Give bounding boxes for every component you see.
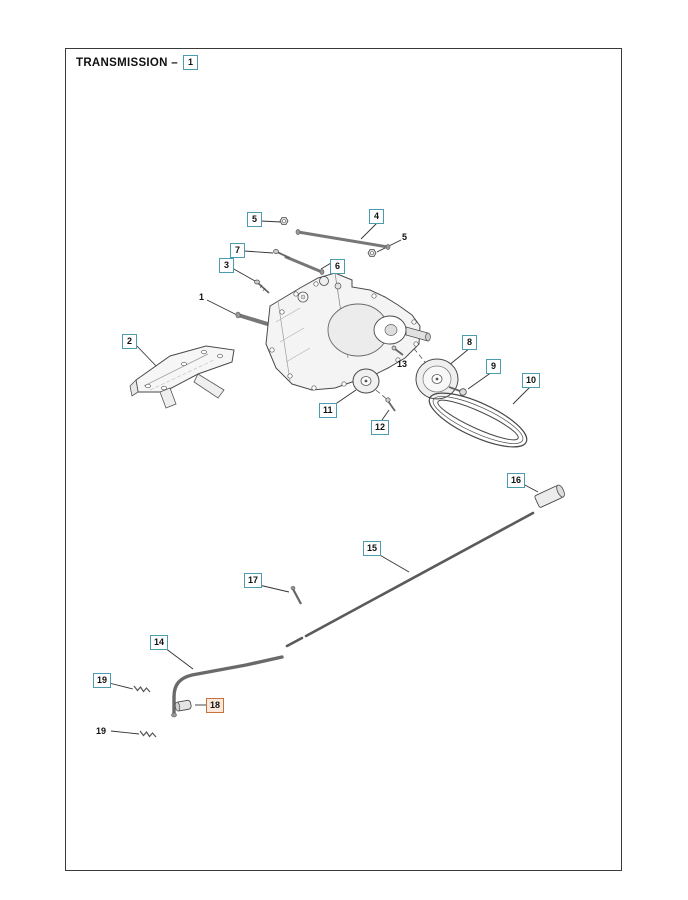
callout-1: 1: [199, 292, 205, 302]
page-title: TRANSMISSION – 1: [76, 55, 198, 70]
callout-2[interactable]: 2: [122, 334, 137, 349]
callout-9[interactable]: 9: [486, 359, 501, 374]
diagram-frame: [65, 48, 622, 871]
shaft-end-coupler: [534, 484, 565, 508]
bolt-9: [448, 386, 467, 396]
screw-3: [254, 279, 270, 294]
spring-lower: [139, 730, 157, 738]
cotter-pin: [290, 586, 302, 605]
callout-14[interactable]: 14: [150, 635, 169, 650]
page-title-text: TRANSMISSION –: [76, 56, 178, 69]
callout-16[interactable]: 16: [507, 473, 526, 488]
callout-12[interactable]: 12: [371, 420, 390, 435]
title-callout-1[interactable]: 1: [182, 55, 198, 70]
upper-lift-rod: [295, 229, 391, 250]
callout-19-upper[interactable]: 19: [93, 673, 112, 688]
spring-upper: [133, 685, 151, 693]
bolt-7: [273, 249, 291, 259]
callout-5-upper[interactable]: 5: [247, 212, 262, 227]
drive-pulley: [415, 358, 459, 400]
callout-11[interactable]: 11: [319, 403, 337, 418]
hex-nut-upper-icon: [279, 217, 289, 225]
bolt-13: [391, 345, 404, 356]
drive-shaft: [285, 511, 535, 648]
gearbox-assembly: [265, 272, 431, 391]
callout-15[interactable]: 15: [363, 541, 382, 556]
callout-13: 13: [397, 359, 408, 369]
callout-10[interactable]: 10: [522, 373, 541, 388]
callout-4[interactable]: 4: [369, 209, 384, 224]
callout-17[interactable]: 17: [244, 573, 263, 588]
short-support-rod: [284, 255, 325, 275]
mounting-bracket: [129, 345, 235, 409]
screw-12: [385, 397, 396, 412]
callout-6[interactable]: 6: [330, 259, 345, 274]
callout-5-right: 5: [402, 232, 408, 242]
callout-8[interactable]: 8: [462, 335, 477, 350]
callout-3[interactable]: 3: [219, 258, 234, 273]
bushing: [174, 699, 192, 712]
callout-19-lower: 19: [96, 726, 107, 736]
callout-7[interactable]: 7: [230, 243, 245, 258]
control-rod: [171, 655, 284, 718]
callout-18[interactable]: 18: [206, 698, 225, 713]
idler-pulley: [352, 368, 380, 394]
v-belt: [428, 392, 528, 448]
hex-nut-right-icon: [367, 249, 377, 257]
